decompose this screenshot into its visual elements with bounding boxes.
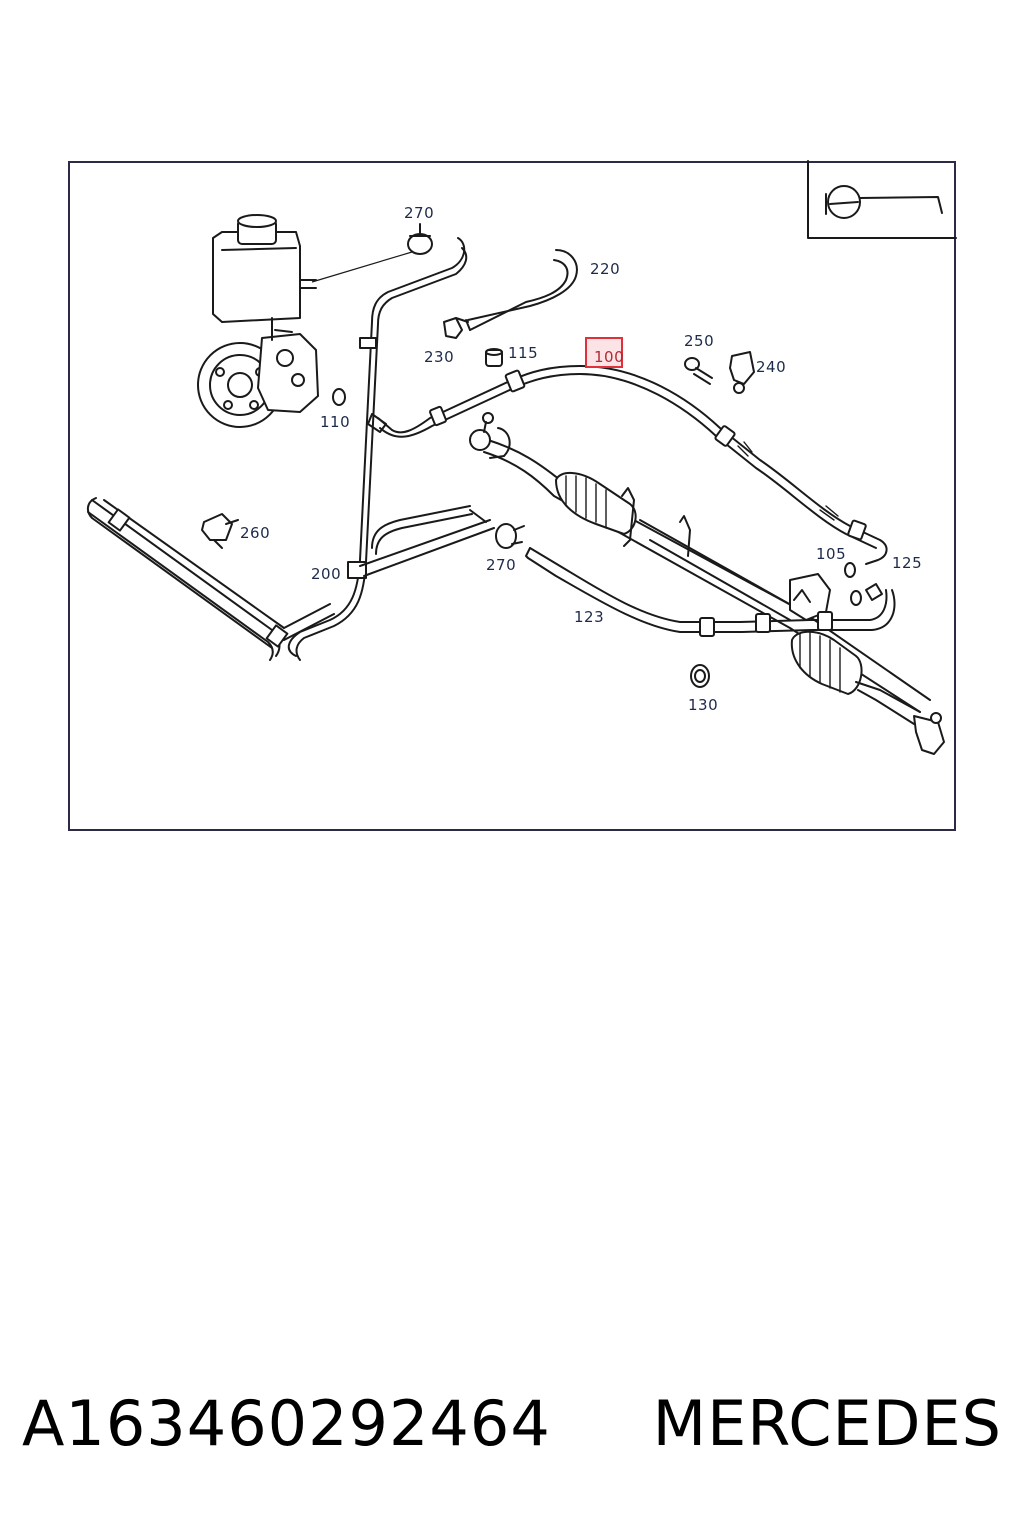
callout-240: 240 [756, 358, 786, 376]
steering-rack [469, 412, 945, 755]
callout-230: 230 [424, 348, 454, 366]
brand-name: MERCEDES [652, 1386, 1002, 1460]
return-line-200 [287, 237, 495, 661]
o-ring-110 [332, 388, 346, 406]
callout-123: 123 [574, 608, 604, 626]
bolt-250 [684, 357, 713, 385]
grommet-115 [485, 348, 503, 367]
highlight-box-100 [585, 337, 623, 368]
callout-270-top: 270 [404, 204, 434, 222]
o-ring-105 [844, 562, 856, 578]
pressure-hose-100 [367, 365, 888, 565]
caption-bar: A163460292464 MERCEDES [0, 1368, 1024, 1478]
callout-250: 250 [684, 332, 714, 350]
clamp-230 [443, 317, 469, 339]
return-hose-123 [525, 547, 896, 637]
callout-270-mid: 270 [486, 556, 516, 574]
callout-110: 110 [320, 413, 350, 431]
callout-260: 260 [240, 524, 270, 542]
callout-220: 220 [590, 260, 620, 278]
callout-100: 100 [594, 348, 624, 366]
callout-125: 125 [892, 554, 922, 572]
o-ring-125 [850, 583, 883, 606]
clamp-270-mid [495, 523, 525, 549]
bracket-240 [729, 351, 755, 394]
clip-260 [201, 513, 239, 549]
part-number: A163460292464 [22, 1386, 551, 1460]
callout-115: 115 [508, 344, 538, 362]
callout-200: 200 [311, 565, 341, 583]
clamp-270-top [311, 223, 433, 283]
power-steering-pump [197, 214, 319, 428]
hose-220 [465, 249, 578, 331]
callout-105: 105 [816, 545, 846, 563]
cooler-lines-260 [86, 497, 335, 661]
callout-130: 130 [688, 696, 718, 714]
grommet-130 [690, 664, 710, 688]
steering-wheel-icon [807, 160, 957, 239]
